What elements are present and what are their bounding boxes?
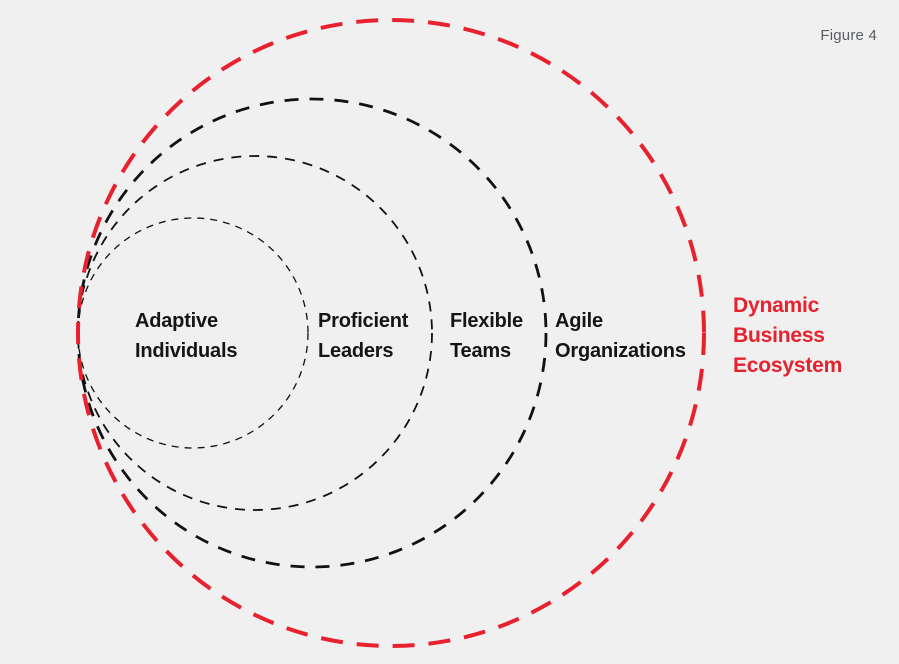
dynamic-business-ecosystem-circle — [76, 18, 706, 648]
adaptive-individuals-circle — [77, 217, 309, 449]
ring-label-adaptive-individuals: Adaptive Individuals — [135, 310, 238, 362]
ring-label-flexible-teams: Flexible Teams — [450, 310, 523, 362]
figure-number-label: Figure 4 — [820, 27, 877, 44]
ring-label-proficient-leaders: Proficient Leaders — [318, 310, 409, 362]
proficient-leaders-circle — [77, 155, 433, 511]
ring-label-agile-organizations: Agile Organizations — [555, 310, 686, 362]
ring-label-dynamic-business-ecosystem: Dynamic Business Ecosystem — [733, 294, 843, 377]
